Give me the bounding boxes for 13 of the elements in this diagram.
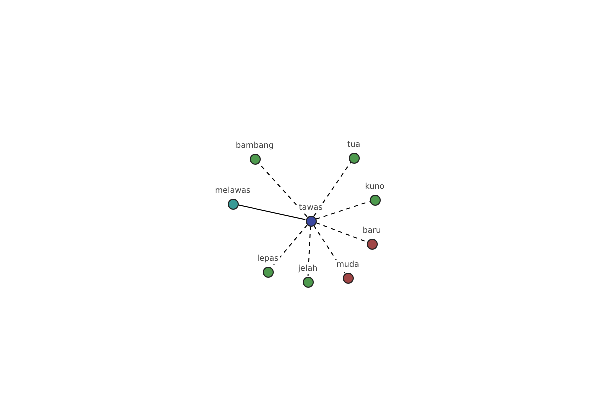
dashed-line [308, 226, 312, 277]
dashed-line [316, 222, 368, 243]
node-label: melawas [214, 186, 252, 196]
node-label: lepas [256, 254, 280, 264]
node-label: baru [362, 226, 382, 236]
node-label: tawas [298, 202, 324, 212]
connector-line [238, 204, 306, 220]
node-label: jelah [297, 264, 319, 274]
dashed-line [314, 225, 346, 274]
node-label: muda [336, 260, 360, 270]
node-label: tua [346, 140, 362, 150]
node-label: kuno [364, 182, 386, 192]
node-label: bambang [235, 140, 275, 150]
